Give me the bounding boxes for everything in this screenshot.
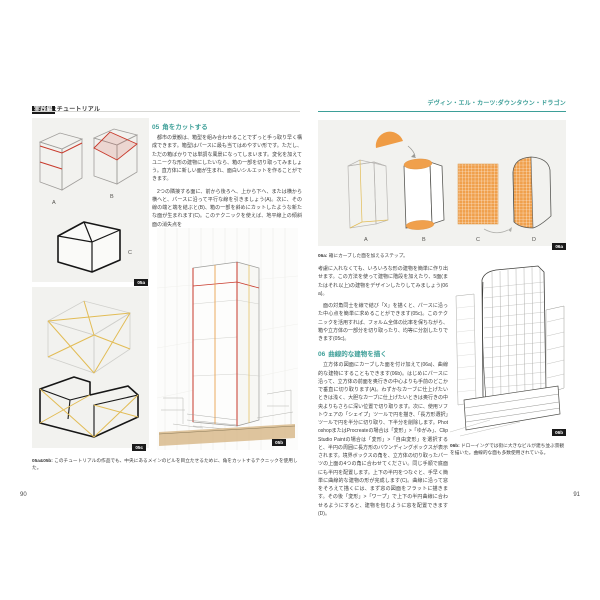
step-d-outline xyxy=(512,156,552,229)
step-d-edges xyxy=(512,156,534,229)
figure-06a-badge: 06a xyxy=(552,242,566,250)
orange-dome xyxy=(375,131,403,148)
left-page-header: 実践編:チュートリアル xyxy=(32,98,100,116)
caption-06a: 06a: 箱にカーブした面を加えるステップ。 xyxy=(318,252,448,259)
yellow-x-diagonals xyxy=(47,300,131,374)
cube-b xyxy=(92,128,139,185)
label-step-c: C xyxy=(476,237,480,243)
label-step-b: B xyxy=(422,237,426,243)
step-a-hidden-edges xyxy=(349,159,389,229)
street-lines xyxy=(450,419,521,437)
right-para1: 考慮に入れなくても、いろいろな形の建物を簡単に作り出せます。この方法を使って建物… xyxy=(318,266,448,297)
dome-arrow xyxy=(407,145,416,157)
figure-05a-panel: A B C 05a xyxy=(32,118,149,286)
step-c-warp-arrow xyxy=(483,228,509,234)
caption-06a-prefix: 06a: xyxy=(318,253,328,258)
cube-a-red-guides xyxy=(39,142,83,170)
figure-05a-badge: 05a xyxy=(134,278,148,286)
right-background-block xyxy=(545,305,565,395)
curved-corner-line xyxy=(482,281,487,401)
figure-06a-panel: A B C D 06a xyxy=(318,120,566,250)
figure-06a-drawing: A B C D xyxy=(347,131,552,243)
left-page-number: 90 xyxy=(20,492,27,498)
label-a: A xyxy=(52,200,56,206)
figure-05c-drawing xyxy=(39,300,139,438)
figure-05b-drawing xyxy=(157,228,298,450)
caption-06a-text: 箱にカーブした面を加えるステップ。 xyxy=(328,253,408,258)
dome-arrow-head xyxy=(411,154,416,158)
step-c-grid-lines xyxy=(458,164,498,224)
section-05-para2: 2つの隣接する面に、前から後ろへ、上から下へ、または横から横へと、パースに沿って… xyxy=(152,188,302,228)
section-06-para: 立方体の図面にカーブした面を付け加えて(06a)、曲線的な建物にすることもできま… xyxy=(318,362,448,517)
header-rest: :チュートリアル xyxy=(54,107,101,113)
figure-05a-drawing: A B C xyxy=(38,128,139,273)
foreground-podium xyxy=(463,385,561,431)
background-tower xyxy=(455,293,477,406)
tower-side-face xyxy=(236,261,260,427)
label-b: B xyxy=(110,194,114,200)
main-tower-floors xyxy=(483,281,547,389)
figure-05b-panel: 05b xyxy=(157,228,298,450)
step-c-warp-arrow-head xyxy=(508,227,512,232)
figure-06b-badge: 06b xyxy=(552,428,566,436)
step-b-box xyxy=(403,161,445,229)
section-06-title: 曲線的な建物を描く xyxy=(328,351,387,359)
notched-box xyxy=(39,376,139,438)
figure-06b-panel: 06b xyxy=(450,252,566,438)
section-title: 角をカットする xyxy=(162,124,208,131)
caption-06b-text: ドローイングでは街に大きなビルが建ち並ぶ景観を描いた。曲線的な面も多数使用されて… xyxy=(450,443,565,456)
step-b-bottom-ellipse xyxy=(405,220,435,230)
right-page-header: デヴィン・エル・カーツ:ダウンタウン・ドラゴン xyxy=(427,101,566,107)
section-06-number: 06 xyxy=(318,351,326,359)
caption-06b-prefix: 06b: xyxy=(450,443,460,448)
step-a-wireframe xyxy=(347,159,389,229)
step-d-front-grid xyxy=(513,157,533,228)
main-tower-outline xyxy=(481,265,547,407)
cube-a xyxy=(38,132,84,191)
label-step-a: A xyxy=(364,237,368,243)
podium-bands xyxy=(464,393,561,423)
cube-c-edges xyxy=(57,221,121,272)
red-cut-line xyxy=(192,281,260,289)
left-caption-text: このチュートリアルの作品でも、中央にあるメインのビルを目立たせるために、角をカッ… xyxy=(32,458,298,471)
left-caption: 05a&05b: このチュートリアルの作品でも、中央にあるメインのビルを目立たせ… xyxy=(32,457,300,471)
figure-05c-panel: 05c xyxy=(32,287,149,451)
caption-06b: 06b: ドローイングでは街に大きなビルが建ち並ぶ景観を描いた。曲線的な面も多数… xyxy=(450,442,568,456)
notched-box-diagonals xyxy=(39,388,139,438)
section-number: 05 xyxy=(152,124,160,131)
figure-05b-badge: 05b xyxy=(272,438,286,446)
cube-b-cut-plane xyxy=(93,131,138,161)
step-b-top-ellipse xyxy=(403,158,433,170)
ground-line xyxy=(158,425,296,435)
label-c: C xyxy=(128,250,132,256)
label-step-d: D xyxy=(532,237,536,243)
right-header-rule xyxy=(318,111,566,112)
left-caption-prefix: 05a&05b: xyxy=(32,458,53,463)
right-page-number: 91 xyxy=(573,492,580,498)
base-city-sketch xyxy=(161,389,294,431)
section-05-para1: 都市の景観は、箱型を組み合わせることでずっと手っ取り早く構成できます。箱型はパー… xyxy=(152,135,302,183)
cube-c xyxy=(57,221,121,273)
right-text-column: 考慮に入れなくても、いろいろな形の建物を簡単に作り出せます。この方法を使って建物… xyxy=(318,265,448,522)
figure-06b-drawing xyxy=(450,265,565,437)
figure-05c-badge: 05c xyxy=(132,443,146,451)
left-header-rule xyxy=(32,111,300,112)
header-tag: 実践編 xyxy=(32,106,55,114)
ground-tan-band xyxy=(159,424,295,446)
right-para2: 面の対角同士を線で結び「X」を描くと、パースに沿った中心点を簡単に求めることがで… xyxy=(318,303,448,342)
